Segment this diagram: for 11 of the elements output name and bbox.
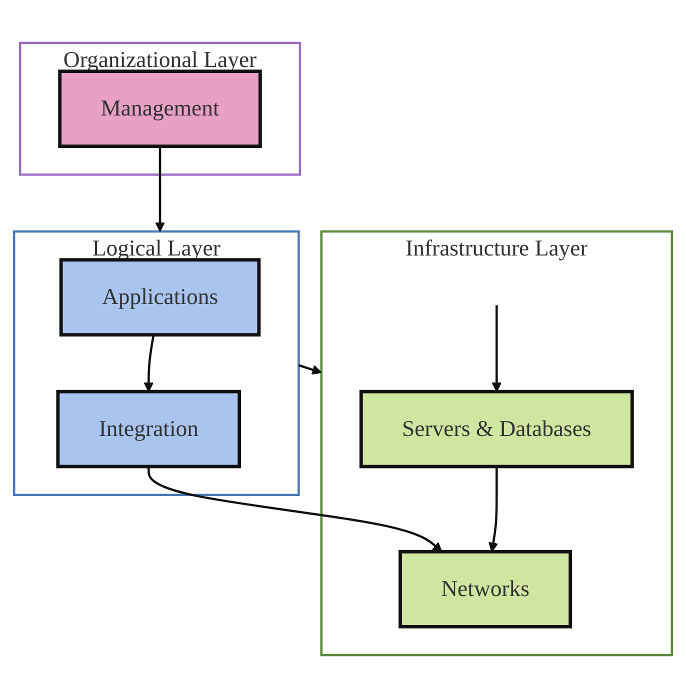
node-box: Integration — [56, 390, 242, 468]
arrow — [492, 305, 502, 392]
node-box: Servers & Databases — [359, 390, 634, 468]
node-box: Networks — [398, 550, 572, 628]
arrow — [144, 334, 155, 392]
arrow — [148, 466, 442, 552]
arrow — [155, 146, 165, 232]
arrow — [298, 364, 322, 375]
node-box: Management — [58, 70, 262, 148]
node-box: Applications — [59, 258, 261, 336]
arrow — [488, 466, 498, 552]
